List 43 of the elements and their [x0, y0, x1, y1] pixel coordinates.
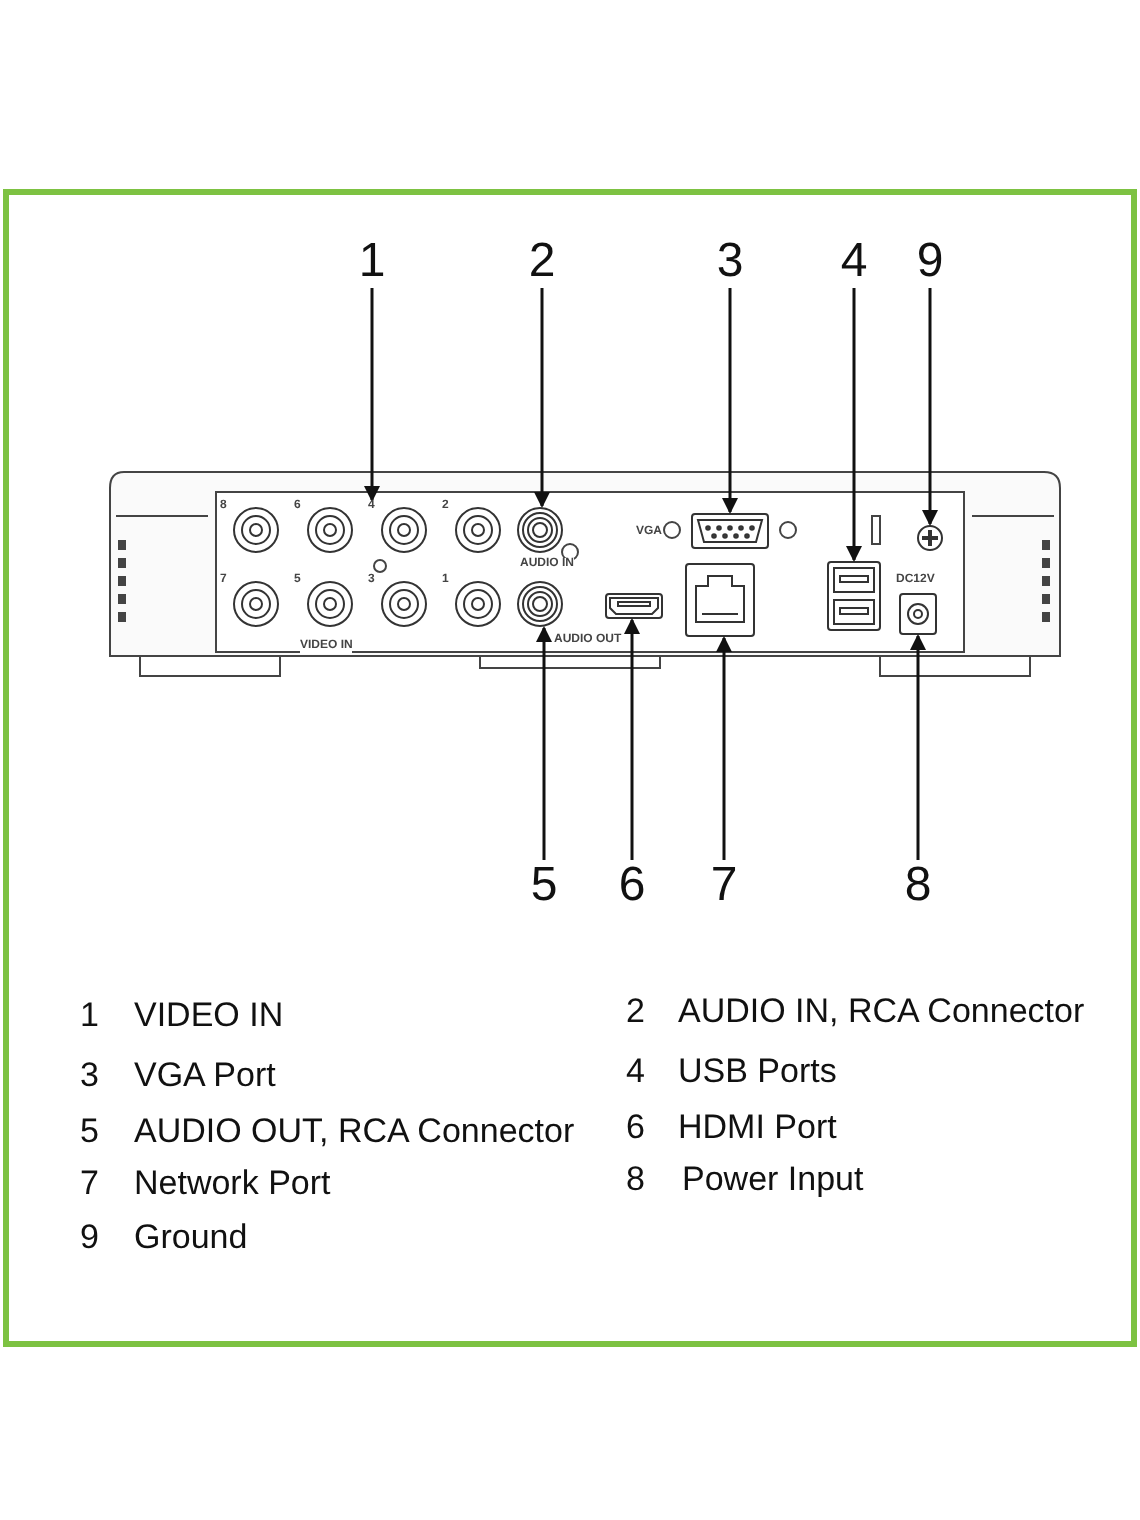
network-port	[684, 562, 756, 638]
legend-number: 6	[626, 1108, 645, 1148]
usb-ports	[826, 560, 882, 632]
legend-number: 2	[626, 992, 645, 1032]
legend-text: USB Ports	[678, 1052, 837, 1092]
callout-number: 3	[710, 236, 750, 288]
callout-number: 2	[522, 236, 562, 288]
hdmi-port	[604, 592, 664, 620]
legend-number: 9	[80, 1218, 99, 1258]
rca-jack	[516, 580, 564, 628]
legend-number: 5	[80, 1112, 99, 1152]
leader-arrow	[722, 288, 738, 514]
leader-arrow	[534, 288, 550, 508]
leader-arrow	[364, 288, 380, 502]
callout-number: 8	[898, 860, 938, 912]
callout-number: 5	[524, 860, 564, 912]
legend-text: AUDIO OUT, RCA Connector	[134, 1112, 575, 1152]
legend-text: HDMI Port	[678, 1108, 837, 1148]
legend-text: Network Port	[134, 1164, 331, 1204]
legend-number: 3	[80, 1056, 99, 1096]
leader-arrow	[922, 288, 938, 526]
callout-number: 9	[910, 236, 950, 288]
legend-number: 1	[80, 996, 99, 1036]
rca-jack	[516, 506, 564, 554]
legend-text: VGA Port	[134, 1056, 276, 1096]
legend-text: Ground	[134, 1218, 248, 1258]
legend-number: 7	[80, 1164, 99, 1204]
legend-text: Power Input	[682, 1160, 864, 1200]
vga-port	[690, 512, 770, 550]
callout-number: 6	[612, 860, 652, 912]
leader-arrow	[624, 618, 640, 860]
leader-arrow	[536, 626, 552, 860]
callout-number: 1	[352, 236, 392, 288]
legend-number: 4	[626, 1052, 645, 1092]
legend-text: AUDIO IN, RCA Connector	[678, 992, 1085, 1032]
legend-text: VIDEO IN	[134, 996, 284, 1036]
leader-arrow	[910, 634, 926, 860]
legend-number: 8	[626, 1160, 645, 1200]
leader-arrow	[716, 636, 732, 860]
power-jack	[898, 592, 938, 636]
leader-arrow	[846, 288, 862, 562]
callout-number: 7	[704, 860, 744, 912]
callout-number: 4	[834, 236, 874, 288]
